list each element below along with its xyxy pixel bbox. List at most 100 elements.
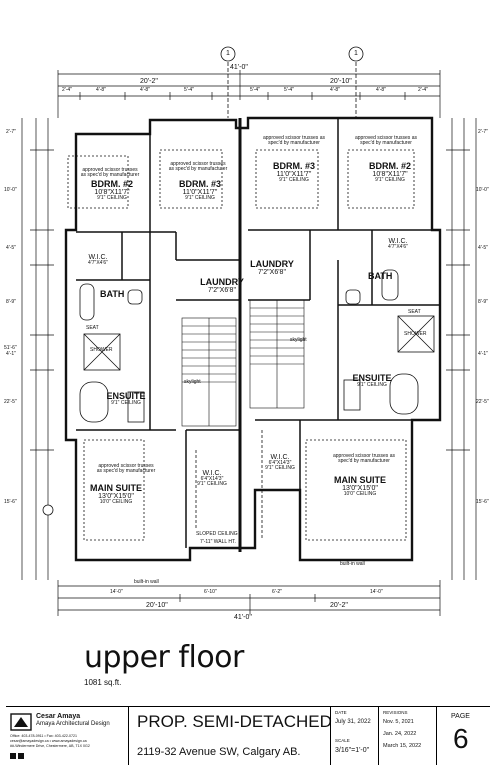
- skylight-label-right: skylight: [290, 337, 307, 343]
- room-laundry-right: LAUNDRY 7'2"X6'8": [250, 259, 294, 277]
- contact-line: ##-Windermere Drive, Chestermere, AB, T1…: [10, 744, 90, 748]
- truss-note: approved scissor trusses as spec'd by ma…: [80, 167, 140, 178]
- dim-right: 8'-9": [478, 299, 488, 305]
- room-size: 10'8"X11'7": [94, 189, 130, 196]
- dim-bottom-left-a: 14'-0": [110, 589, 123, 595]
- company-sub: Amaya Architectural Design: [36, 721, 110, 727]
- revision-date: Nov. 5, 2021: [383, 719, 414, 725]
- truss-note: approved scissor trusses as spec'd by ma…: [355, 135, 417, 146]
- shower-label-left: SHOWER: [90, 347, 113, 353]
- dim-right: 15'-6": [476, 499, 489, 505]
- room-bath-left: BATH: [100, 289, 125, 299]
- dim-left: 22'-5": [4, 399, 17, 405]
- dim-bottom-right-a: 6'-2": [272, 589, 282, 595]
- truss-note: approved scissor trusses as spec'd by ma…: [263, 135, 325, 146]
- room-ceiling: 9'1" CEILING: [197, 481, 227, 487]
- built-in-label-left: built-in wall: [134, 579, 159, 585]
- dim-top-seg: 2'-4": [62, 87, 72, 93]
- skylight-label-left: skylight: [184, 379, 201, 385]
- room-name: MAIN SUITE: [333, 475, 386, 485]
- dim-top-seg: 2'-4": [418, 87, 428, 93]
- room-name: BDRM. #2: [368, 161, 411, 171]
- dim-left: 4'-5": [6, 245, 16, 251]
- room-name: LAUNDRY: [250, 259, 294, 269]
- title-block: Cesar Amaya Amaya Architectural Design O…: [6, 706, 490, 765]
- truss-note: approved scissor trusses as spec'd by ma…: [96, 463, 156, 474]
- room-ceiling: 9'1" CEILING: [111, 400, 141, 406]
- room-name: BDRM. #2: [90, 179, 133, 189]
- room-size: 13'0"X15'0": [342, 485, 378, 492]
- floor-plan-drawing: [21, 46, 477, 616]
- dim-right: 4'-1": [478, 351, 488, 357]
- dim-bottom-right-b: 14'-0": [370, 589, 383, 595]
- built-in-label-right: built-in wall: [340, 561, 365, 567]
- date-box: DATE July 31, 2022 SCALE 3/16"=1'-0": [330, 707, 377, 765]
- room-bdrm3-right: BDRM. #3 11'0"X11'7" 9'1" CEILING: [264, 162, 324, 183]
- shower-label-right: SHOWER: [404, 331, 427, 337]
- dim-bottom-left-half: 20'-10": [146, 602, 168, 609]
- project-name: PROP. SEMI-DETACHED: [137, 712, 332, 731]
- project-box: PROP. SEMI-DETACHED 2119-32 Avenue SW, C…: [128, 707, 332, 765]
- company-name: Cesar Amaya: [36, 713, 81, 720]
- date-label: DATE: [335, 710, 347, 715]
- dim-left: 8'-9": [6, 299, 16, 305]
- room-size: 11'0"X11'7": [182, 189, 218, 196]
- company-logo-icon: [10, 713, 32, 731]
- seat-label-left: SEAT: [86, 325, 99, 331]
- social-icons: [10, 753, 24, 759]
- dim-top-total: 41'-0": [230, 64, 248, 71]
- room-bdrm2-left: BDRM. #2 10'8"X11'7" 9'1" CEILING: [82, 180, 142, 201]
- seat-label-right: SEAT: [408, 309, 421, 315]
- dim-top-left-half: 20'-2": [140, 78, 158, 85]
- room-size: 7'2"X6'8": [258, 269, 286, 276]
- dim-top-seg: 5'-4": [284, 87, 294, 93]
- room-ceiling: 9'1" CEILING: [375, 177, 405, 183]
- room-ceiling: 9'1" CEILING: [357, 382, 387, 388]
- room-size: 4'7"X4'6": [88, 260, 108, 266]
- room-name: W.I.C.: [202, 470, 222, 477]
- dim-left: 15'-6": [4, 499, 17, 505]
- room-laundry-left: LAUNDRY 7'2"X6'8": [200, 277, 244, 295]
- room-ceiling: 9'1" CEILING: [97, 195, 127, 201]
- revision-date: March 15, 2022: [383, 743, 422, 749]
- dim-bottom-right-half: 20'-2": [330, 602, 348, 609]
- room-size: 10'8"X11'7": [372, 171, 408, 178]
- project-address: 2119-32 Avenue SW, Calgary AB.: [137, 746, 301, 758]
- room-ceiling: 10'0" CEILING: [343, 491, 377, 497]
- dim-right: 10'-0": [476, 187, 489, 193]
- dim-left: 4'-1": [6, 351, 16, 357]
- truss-note: approved scissor trusses as spec'd by ma…: [168, 161, 228, 172]
- room-size: 4'7"X4'6": [388, 244, 408, 250]
- contact-line: cesar@amayadesign.ca • www.amayadesign.c…: [10, 739, 87, 743]
- room-ensuite-left: ENSUITE 9'1" CEILING: [104, 392, 148, 406]
- room-bdrm2-right: BDRM. #2 10'8"X11'7" 9'1" CEILING: [360, 162, 420, 183]
- page-number: 6: [453, 723, 469, 754]
- room-name: ENSUITE: [106, 391, 146, 401]
- room-size: 11'0"X11'7": [276, 171, 312, 178]
- room-ceiling: 9'1" CEILING: [185, 195, 215, 201]
- scale-value: 3/16"=1'-0": [335, 747, 370, 754]
- room-name: LAUNDRY: [200, 277, 244, 287]
- dim-top-seg: 4'-8": [140, 87, 150, 93]
- dim-right: 22'-5": [476, 399, 489, 405]
- square-footage: 1081 sq.ft.: [84, 678, 122, 687]
- dim-left: 2'-7": [6, 129, 16, 135]
- room-size: 7'2"X6'8": [208, 287, 236, 294]
- dim-top-seg: 4'-8": [96, 87, 106, 93]
- room-main-left: MAIN SUITE 13'0"X15'0" 10'0" CEILING: [88, 484, 144, 505]
- room-main-right: MAIN SUITE 13'0"X15'0" 10'0" CEILING: [330, 476, 390, 497]
- room-ensuite-right: ENSUITE 9'1" CEILING: [350, 374, 394, 388]
- dim-top-seg: 4'-8": [376, 87, 386, 93]
- dim-right: 4'-5": [478, 245, 488, 251]
- page-label: PAGE: [451, 713, 470, 720]
- dim-top-seg: 5'-4": [184, 87, 194, 93]
- dim-top-seg: 5'-4": [250, 87, 260, 93]
- floor-plan: 1 1 41'-0" 20'-2" 20'-10" 2'-4" 4'-8" 4'…: [4, 46, 489, 621]
- room-wic-right-small: W.I.C. 4'7"X4'6": [376, 238, 420, 250]
- dim-overall-side: 51'-6": [4, 345, 17, 351]
- dim-top-right-half: 20'-10": [330, 78, 352, 85]
- room-size: 13'0"X15'0": [98, 493, 134, 500]
- contact-line: Office: 403-478-0911 • Fax: 403-422-0721: [10, 734, 78, 738]
- sloped-ceiling-label: SLOPED CEILING: [196, 531, 238, 537]
- room-name: W.I.C.: [388, 238, 408, 245]
